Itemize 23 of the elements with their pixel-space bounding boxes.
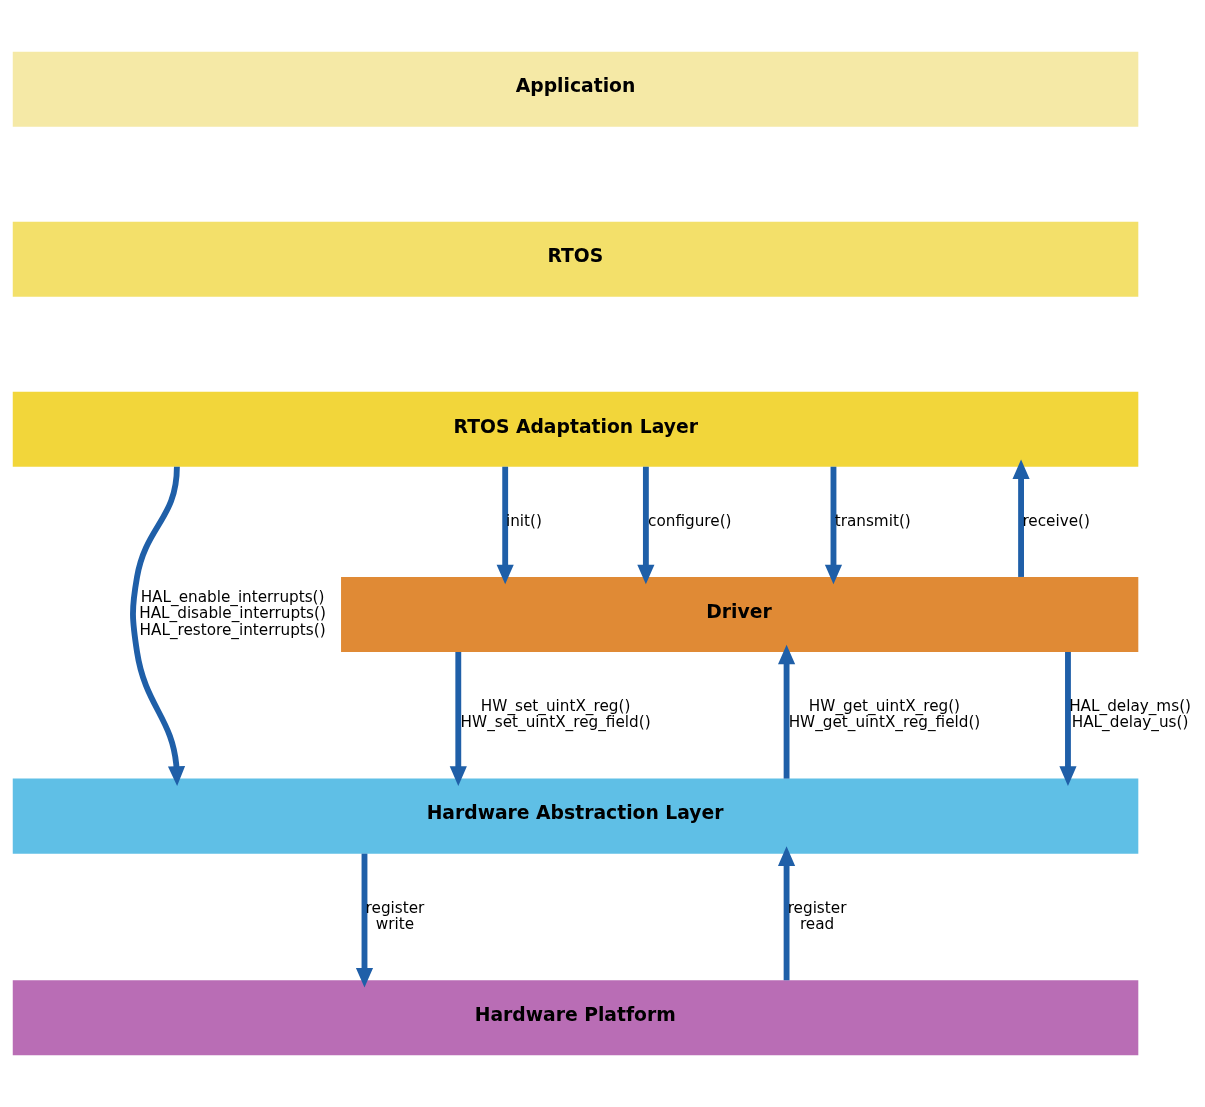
node-box: RTOS bbox=[12, 221, 1139, 297]
node-box: Hardware Abstraction Layer bbox=[12, 778, 1139, 854]
arrow bbox=[449, 652, 467, 786]
arrow bbox=[637, 466, 655, 585]
edge-label: register read bbox=[787, 898, 847, 934]
edge-label: HAL_enable_interrupts() HAL_disable_interrupts() HAL_restore_interrupts() bbox=[139, 588, 326, 639]
edge-label: configure() bbox=[648, 511, 732, 530]
arrow bbox=[496, 466, 514, 585]
node-box: Application bbox=[12, 51, 1139, 127]
arrow bbox=[778, 644, 796, 779]
edge-label: register write bbox=[365, 898, 425, 934]
arrow bbox=[778, 846, 796, 981]
arrow bbox=[130, 466, 186, 786]
node-box: Driver bbox=[341, 576, 1139, 652]
edge-label: receive() bbox=[1022, 511, 1091, 530]
arrow bbox=[1012, 459, 1030, 577]
edge-label: HW_set_uintX_reg() HW_set_uintX_reg_field() bbox=[460, 697, 651, 732]
arrow bbox=[824, 466, 843, 585]
arrow bbox=[1059, 652, 1077, 786]
node-box: RTOS Adaptation Layer bbox=[12, 391, 1139, 467]
node-box: Hardware Platform bbox=[12, 980, 1139, 1056]
edge-label: HW_get_uintX_reg() HW_get_uintX_reg_field() bbox=[788, 697, 981, 732]
arrow bbox=[355, 853, 374, 988]
